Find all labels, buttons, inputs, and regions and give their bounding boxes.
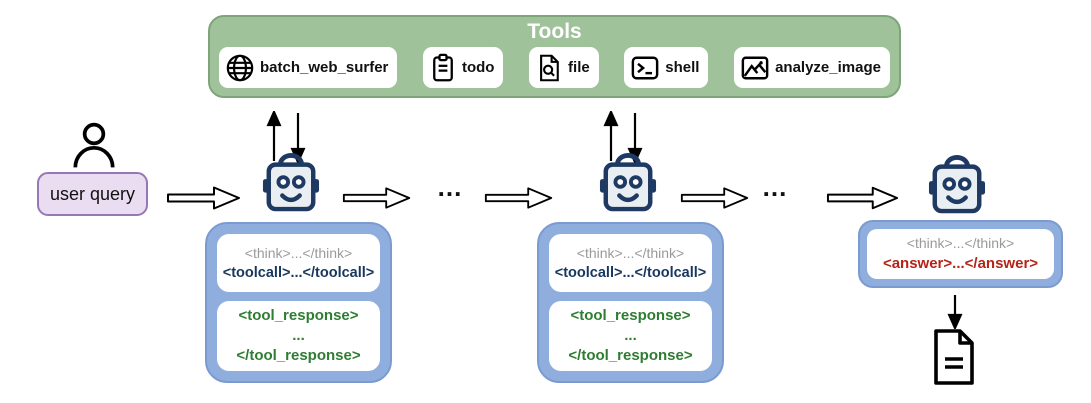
agent-robot-icon-1	[262, 153, 320, 212]
assistant-output-card-2: <think>...</think> <toolcall>...</toolca…	[549, 234, 712, 292]
think-tag-text: <think>...</think>	[906, 235, 1015, 251]
final-output-arrow	[947, 295, 963, 329]
tool-pill-batch-web-surfer: batch_web_surfer	[219, 47, 398, 88]
agent-robot-icon-2	[599, 153, 657, 212]
tools-panel-title: Tools	[527, 20, 582, 43]
tools-panel: Tools batch_web_surfer	[208, 15, 901, 98]
tool-response-body-text: ...	[292, 327, 305, 344]
assistant-output-card-1: <think>...</think> <toolcall>...</toolca…	[217, 234, 380, 292]
toolcall-tag-text: <toolcall>...</toolcall>	[554, 264, 707, 281]
tool-pill-todo: todo	[422, 47, 504, 88]
tool-response-close-text: </tool_response>	[236, 347, 361, 364]
output-document-icon	[934, 329, 974, 385]
tool-response-card-1: <tool_response> ... </tool_response>	[217, 301, 380, 371]
clipboard-icon	[433, 53, 453, 81]
ellipsis-2: ...	[762, 172, 788, 202]
agent-turn-box-2: <think>...</think> <toolcall>...</toolca…	[537, 222, 724, 383]
globe-icon	[226, 54, 254, 81]
tool-label: shell	[665, 59, 700, 76]
tool-label: todo	[461, 59, 495, 76]
tool-response-body-text: ...	[624, 327, 637, 344]
tool-pill-analyze-image: analyze_image	[734, 47, 890, 88]
toolcall-tag-text: <toolcall>...</toolcall>	[222, 264, 375, 281]
tool-label: analyze_image	[775, 59, 881, 76]
agent-turn-box-1: <think>...</think> <toolcall>...</toolca…	[205, 222, 392, 383]
terminal-icon	[631, 56, 659, 79]
think-tag-text: <think>...</think>	[576, 244, 685, 261]
flow-arrow-4	[680, 187, 749, 209]
user-query-box: user query	[37, 172, 148, 216]
tool-call-arrows-1	[266, 111, 306, 163]
tool-response-open-text: <tool_response>	[570, 307, 691, 324]
flow-arrow-2	[342, 187, 411, 209]
tool-label: batch_web_surfer	[260, 59, 389, 76]
tool-response-open-text: <tool_response>	[238, 307, 359, 324]
flow-arrow-5	[826, 186, 899, 210]
tool-pill-shell: shell	[624, 47, 709, 88]
flow-arrow-1	[167, 186, 240, 210]
tool-label: file	[568, 59, 590, 76]
ellipsis-1: ...	[437, 172, 463, 202]
agent-robot-icon-3	[928, 155, 986, 214]
tool-response-card-2: <tool_response> ... </tool_response>	[549, 301, 712, 371]
final-answer-box: <think>...</think> <answer>...</answer>	[858, 220, 1063, 288]
answer-tag-text: <answer>...</answer>	[882, 255, 1039, 272]
tool-response-close-text: </tool_response>	[568, 347, 693, 364]
final-answer-card: <think>...</think> <answer>...</answer>	[867, 229, 1054, 279]
image-icon	[741, 56, 769, 79]
user-person-icon	[73, 122, 115, 168]
tool-pill-file: file	[529, 47, 599, 88]
flow-arrow-3	[484, 187, 553, 209]
tools-row: batch_web_surfer todo file	[210, 47, 899, 88]
file-search-icon	[540, 54, 559, 81]
think-tag-text: <think>...</think>	[244, 244, 353, 261]
